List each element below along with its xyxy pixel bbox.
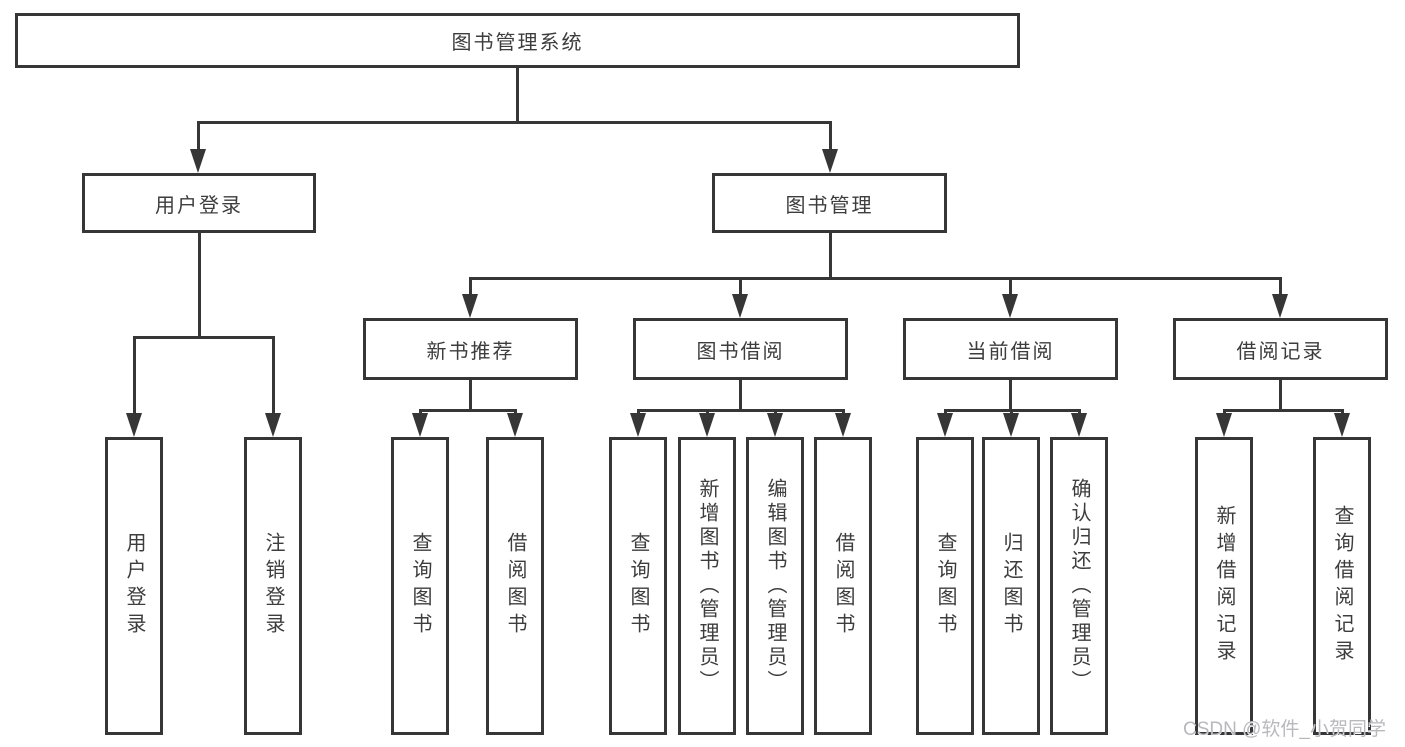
connector-groupB-stem	[739, 380, 742, 409]
connector-login-stem	[198, 233, 201, 336]
arrow-down-icon	[1272, 294, 1288, 318]
arrow-down-icon	[126, 413, 142, 437]
connector-groupC-stem	[1009, 380, 1012, 409]
connector-main-split	[197, 121, 832, 124]
arrow-down-icon	[937, 413, 953, 437]
connector-arrow-stem	[842, 409, 845, 413]
node-label: 查询图书	[934, 532, 956, 640]
node-query-books: 查询图书	[916, 437, 974, 735]
arrow-down-icon	[1216, 413, 1232, 437]
connector-arrow-stem	[419, 409, 422, 413]
connector-arrow-stem	[944, 409, 947, 413]
node-label: 当前借阅	[966, 340, 1055, 363]
arrow-down-icon	[1003, 413, 1019, 437]
node-book-borrowing: 图书借阅	[633, 318, 848, 380]
connector-groupA-split	[419, 409, 517, 412]
csdn-watermark: CSDN @软件_小贺同学	[1183, 719, 1386, 740]
arrow-down-icon	[462, 294, 478, 318]
node-new-book-recommend: 新书推荐	[363, 318, 578, 380]
arrow-down-icon	[507, 413, 523, 437]
connector-arrow-stem	[1010, 409, 1013, 413]
connector-arrow-stem	[739, 277, 742, 294]
node-add-borrow-record: 新增借阅记录	[1195, 437, 1253, 735]
arrow-down-icon	[767, 413, 783, 437]
node-label: 确认归还（管理员）	[1068, 478, 1090, 694]
node-label: 图书借阅	[696, 340, 785, 363]
node-label: 查询借阅记录	[1331, 505, 1353, 667]
arrow-down-icon	[699, 413, 715, 437]
connector-arrow-stem	[829, 121, 832, 149]
node-label: 图书管理	[785, 194, 874, 217]
node-return-books: 归还图书	[982, 437, 1040, 735]
node-label: 新增图书（管理员）	[696, 478, 718, 694]
node-query-books: 查询图书	[391, 437, 449, 735]
connector-arrow-stem	[469, 277, 472, 294]
node-label: 用户登录	[123, 532, 145, 640]
node-label: 新书推荐	[426, 340, 515, 363]
arrow-down-icon	[1334, 413, 1350, 437]
connector-arrow-stem	[637, 409, 640, 413]
connector-root-stem	[516, 68, 519, 121]
connector-login-split	[133, 336, 275, 339]
node-current-borrowing: 当前借阅	[903, 318, 1118, 380]
node-borrow-books: 借阅图书	[814, 437, 872, 735]
connector-arrow-stem	[1279, 277, 1282, 294]
node-label: 用户登录	[155, 194, 243, 217]
connector-management-stem	[829, 233, 832, 277]
node-label: 图书管理系统	[451, 32, 584, 54]
node-label: 注销登录	[262, 532, 284, 640]
arrow-down-icon	[190, 149, 206, 173]
node-label: 借阅记录	[1236, 340, 1325, 363]
arrow-down-icon	[630, 413, 646, 437]
node-query-books: 查询图书	[609, 437, 667, 735]
connector-arrow-stem	[272, 336, 275, 413]
node-user-login-module: 用户登录	[82, 173, 316, 233]
node-label: 借阅图书	[832, 532, 854, 640]
connector-groupD-stem	[1279, 380, 1282, 409]
node-label: 查询图书	[627, 532, 649, 640]
connector-arrow-stem	[774, 409, 777, 413]
node-library-system: 图书管理系统	[15, 13, 1020, 68]
arrow-down-icon	[412, 413, 428, 437]
connector-arrow-stem	[1009, 277, 1012, 294]
connector-groupB-split	[637, 409, 845, 412]
arrow-down-icon	[822, 149, 838, 173]
node-borrow-books: 借阅图书	[486, 437, 544, 735]
connector-groupD-split	[1223, 409, 1344, 412]
arrow-down-icon	[1002, 294, 1018, 318]
node-edit-books-admin: 编辑图书（管理员）	[746, 437, 804, 735]
arrow-down-icon	[732, 294, 748, 318]
node-label: 编辑图书（管理员）	[764, 478, 786, 694]
node-label: 归还图书	[1000, 532, 1022, 640]
connector-arrow-stem	[197, 121, 200, 149]
connector-arrow-stem	[1341, 409, 1344, 413]
connector-arrow-stem	[706, 409, 709, 413]
node-add-books-admin: 新增图书（管理员）	[678, 437, 736, 735]
node-user-login: 用户登录	[105, 437, 163, 735]
connector-management-split	[469, 277, 1282, 280]
arrow-down-icon	[265, 413, 281, 437]
connector-arrow-stem	[514, 409, 517, 413]
connector-arrow-stem	[133, 336, 136, 413]
node-confirm-return-admin: 确认归还（管理员）	[1050, 437, 1108, 735]
node-label: 新增借阅记录	[1213, 505, 1235, 667]
node-query-borrow-record: 查询借阅记录	[1313, 437, 1371, 735]
arrow-down-icon	[1071, 413, 1087, 437]
arrow-down-icon	[835, 413, 851, 437]
node-label: 查询图书	[409, 532, 431, 640]
node-borrowing-records: 借阅记录	[1173, 318, 1388, 380]
connector-arrow-stem	[1223, 409, 1226, 413]
node-label: 借阅图书	[504, 532, 526, 640]
connector-groupA-stem	[469, 380, 472, 409]
node-logout: 注销登录	[244, 437, 302, 735]
connector-arrow-stem	[1078, 409, 1081, 413]
node-book-management-module: 图书管理	[712, 173, 947, 233]
